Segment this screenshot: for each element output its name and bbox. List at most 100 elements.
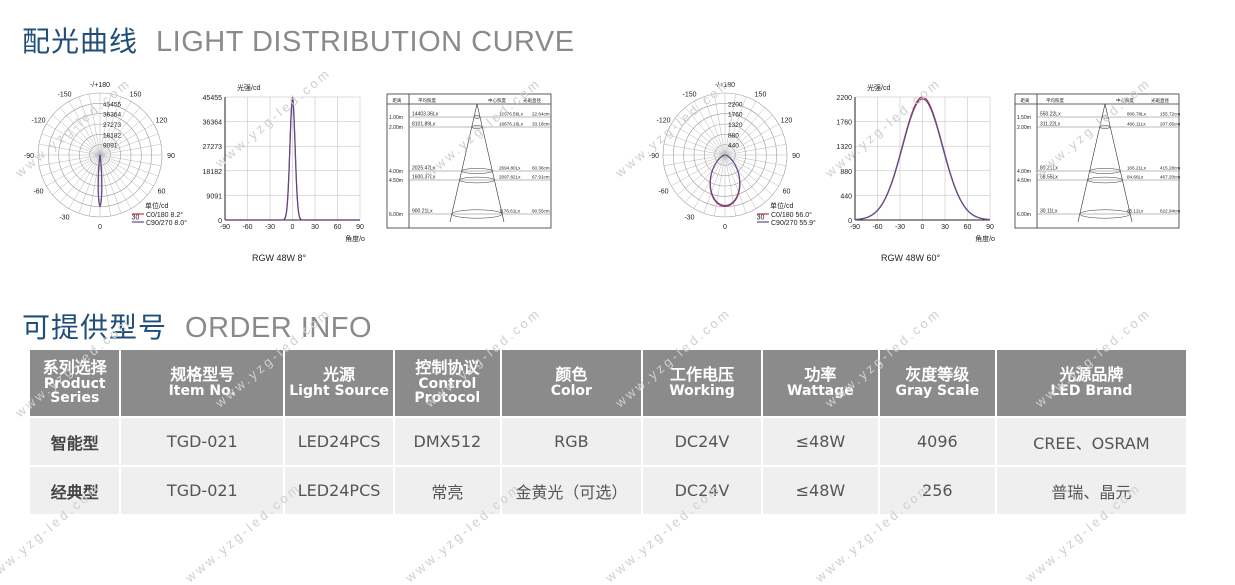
polar-spoke	[78, 96, 101, 156]
y-axis-label: 光强/cd	[867, 83, 890, 92]
polar-spoke	[703, 154, 726, 214]
x-tick-label: 60	[964, 224, 972, 231]
cone-center-lux: 84.66Lx	[1127, 175, 1144, 180]
polar-angle-label: 30	[132, 214, 140, 221]
polar-ring-label: 2200	[728, 101, 743, 108]
order-section-title: 可提供型号 ORDER INFO	[22, 306, 372, 346]
polar-angle-label: -30	[684, 214, 694, 221]
cone-header-center: 中心照度	[1116, 97, 1134, 104]
polar-ring-label: 36364	[103, 112, 121, 119]
curve-title-en: LIGHT DISTRIBUTION CURVE	[156, 26, 575, 58]
polar-spoke	[724, 154, 766, 203]
x-tick-label: -60	[872, 224, 882, 231]
polar-angle-label: 90	[167, 153, 175, 160]
polar-spoke	[99, 154, 132, 209]
polar-spoke	[663, 154, 726, 167]
cone-distance: 4.50m	[1017, 178, 1031, 184]
polar-ring-label: 9091	[103, 143, 118, 150]
header-label-en: Item No.	[168, 383, 237, 400]
cell-led-brand: 普瑞、晶元	[996, 467, 1186, 514]
cone-ellipse	[1101, 115, 1109, 119]
cone-edge	[1077, 103, 1106, 223]
cone-edge	[449, 103, 478, 223]
polar-spoke	[724, 123, 779, 156]
polar-spoke	[59, 154, 101, 203]
cone-avg-lux: 900.21Lx	[412, 209, 433, 215]
polar-spoke	[78, 154, 101, 214]
polar-spoke	[99, 154, 159, 177]
polar-angle-label: -120	[657, 118, 671, 125]
polar-series-line	[709, 154, 741, 206]
polar-ring-label: 1320	[728, 122, 743, 129]
x-tick-label: -30	[895, 224, 905, 231]
polar-spoke	[724, 154, 757, 209]
cone-header-dia: 光斑直径	[523, 97, 541, 104]
order-title-en: ORDER INFO	[185, 312, 373, 344]
polar-spoke	[724, 154, 737, 217]
cone-distance: 1.00m	[389, 115, 403, 121]
polar-spoke	[724, 154, 784, 177]
cone-diameter: 155.72cm	[1160, 112, 1180, 117]
table-row: 经典型 TGD-021 LED24PCS 常亮 金黄光（可选） DC24V ≤4…	[30, 467, 1186, 514]
polar-angle-label: 150	[755, 92, 767, 99]
x-tick-label: 0	[291, 224, 295, 231]
x-tick-label: 0	[921, 224, 925, 231]
header-label-cn: 控制协议	[415, 357, 480, 377]
table-row: 智能型 TGD-021 LED24PCS DMX512 RGB DC24V ≤4…	[30, 418, 1186, 465]
cone-center-lux: 2097.82Lx	[499, 175, 521, 180]
header-label-cn: 工作电压	[669, 365, 734, 385]
cone-header-dist: 距离	[393, 97, 402, 104]
polar-ring-label: 880	[728, 132, 739, 139]
polar-angle-label: 0	[98, 224, 102, 231]
curve-section-title: 配光曲线 LIGHT DISTRIBUTION CURVE	[22, 20, 575, 60]
x-tick-label: 30	[941, 224, 949, 231]
x-tick-label: 60	[334, 224, 342, 231]
polar-spoke	[52, 114, 101, 156]
polar-angle-label: -/+180	[90, 82, 110, 89]
cone-header-center: 中心照度	[488, 97, 506, 104]
header-label-en: Color	[550, 383, 592, 400]
cell-series: 经典型	[30, 467, 120, 514]
cone-distance: 4.00m	[389, 169, 403, 175]
polar-spoke	[99, 154, 148, 196]
cell-color: 金黄光（可选）	[501, 467, 641, 514]
polar-spoke	[724, 154, 747, 214]
polar-ring-label: 27273	[103, 122, 121, 129]
cone-diameter: 467.20cm	[1160, 175, 1180, 180]
polar-ring-label: 1760	[728, 112, 743, 119]
chart-caption-8deg: RGW 48W 8°	[252, 253, 307, 263]
cone-ellipse	[1087, 176, 1123, 184]
x-tick-label: 90	[986, 224, 994, 231]
header-label-en: Gray Scale	[895, 383, 980, 400]
cone-distance: 1.50m	[1017, 115, 1031, 121]
polar-unit-label: 单位/cd	[770, 201, 793, 210]
header-label-cn: 系列选择	[42, 357, 107, 377]
cone-header-avg: 平均照度	[418, 97, 436, 104]
cone-ellipse	[1079, 209, 1131, 219]
y-tick-label: 45455	[203, 95, 223, 102]
polar-spoke	[99, 123, 154, 156]
legend-label-c90: C90/270 8.0°	[146, 219, 187, 227]
curve-title-cn: 配光曲线	[22, 25, 139, 58]
polar-angle-label: -150	[57, 92, 71, 99]
polar-spoke	[99, 143, 162, 156]
polar-spoke	[38, 143, 101, 156]
header-label-en: Control Protocol	[414, 375, 481, 407]
polar-spoke	[724, 154, 779, 187]
cone-avg-lux: 311.22Lx	[1040, 122, 1061, 128]
polar-spoke	[693, 101, 726, 156]
header-label-en: Wattage	[787, 383, 854, 400]
y-tick-label: 18182	[203, 169, 223, 176]
cone-ellipse	[471, 125, 483, 129]
cone-avg-lux: 8101.89Lx	[412, 122, 436, 128]
header-label-en: LED Brand	[1050, 383, 1133, 400]
polar-spoke	[724, 93, 737, 156]
